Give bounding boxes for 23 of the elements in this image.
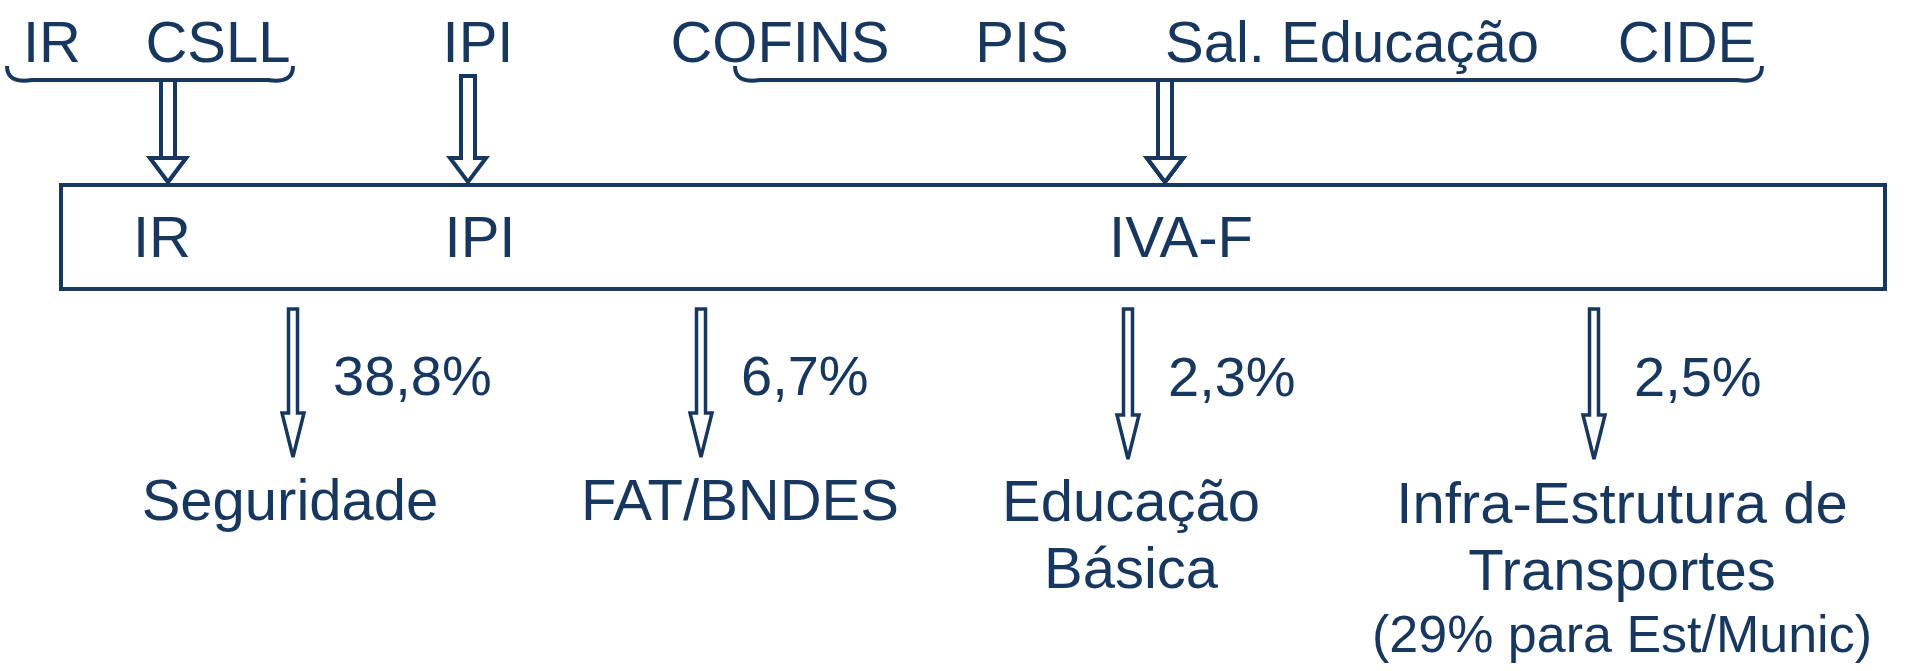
node-text: IR xyxy=(133,203,191,271)
node-text: CSLL xyxy=(145,8,291,76)
node-text: COFINS xyxy=(670,8,890,76)
node-text: CIDE xyxy=(1617,8,1757,76)
hollow-arrow xyxy=(1580,307,1608,461)
hollow-arrow xyxy=(279,307,307,459)
node-text: Infra-Estrutura de Transportes xyxy=(1395,470,1849,604)
node-text: Sal. Educação xyxy=(1165,8,1539,76)
hollow-arrow xyxy=(1114,307,1142,461)
node-text: Seguridade xyxy=(141,466,439,534)
hollow-arrow xyxy=(148,65,295,184)
hollow-arrow xyxy=(446,74,490,186)
hollow-arrow xyxy=(1145,65,1764,184)
node-text: Educação Básica xyxy=(1001,468,1261,602)
hollow-arrow xyxy=(687,307,715,459)
node-text: IVA-F xyxy=(1109,203,1253,271)
node-text: IPI xyxy=(442,8,514,76)
frame-box xyxy=(59,183,1887,291)
node-text: PIS xyxy=(975,8,1069,76)
note-text: (29% para Est/Munic) xyxy=(1371,605,1873,666)
node-text: FAT/BNDES xyxy=(581,466,899,534)
node-text: IR xyxy=(23,8,81,76)
node-text: IPI xyxy=(444,203,516,271)
